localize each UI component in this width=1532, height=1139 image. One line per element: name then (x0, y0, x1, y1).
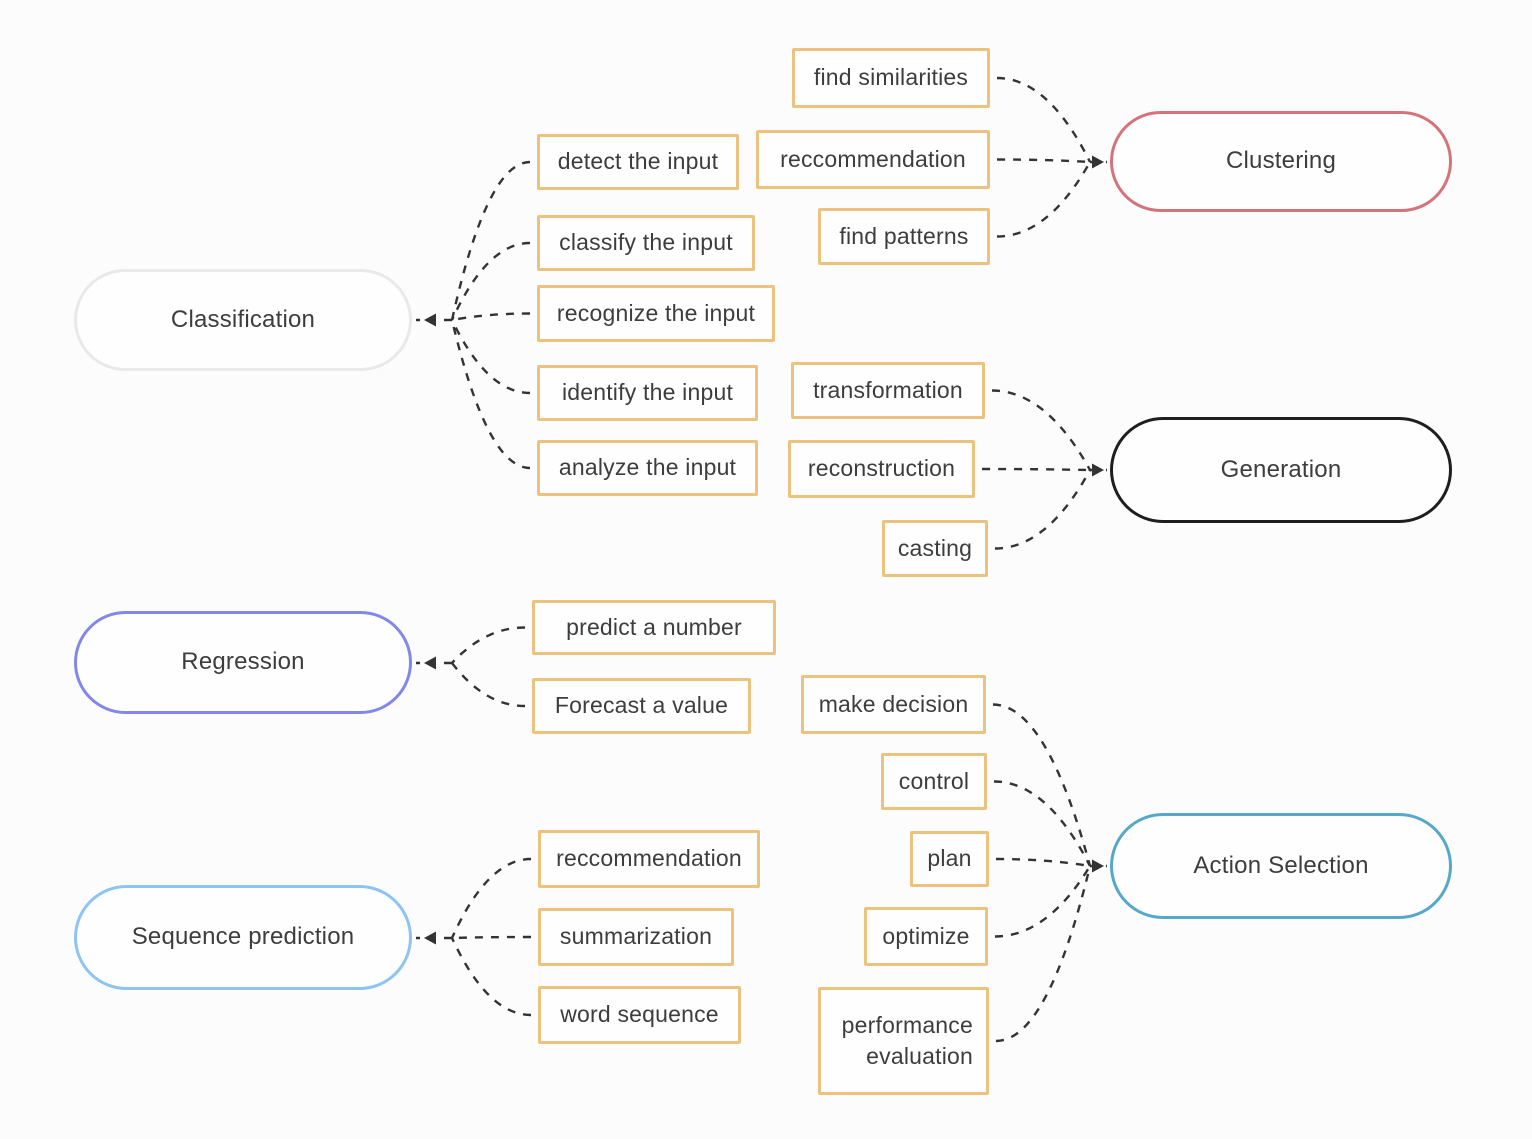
task-box-reconstruction[interactable]: reconstruction (788, 440, 975, 498)
task-box-analyze-the-input[interactable]: analyze the input (537, 440, 758, 496)
edge-reccommendation-top-to-clustering (996, 158, 1091, 164)
task-box-word-sequence[interactable]: word sequence (538, 986, 741, 1044)
task-box-plan[interactable]: plan (910, 831, 989, 887)
task-box-find-similarities[interactable]: find similarities (792, 48, 990, 108)
edge-find-patterns-to-clustering (996, 161, 1092, 238)
task-box-casting[interactable]: casting (882, 520, 988, 577)
category-pill-action-selection[interactable]: Action Selection (1110, 813, 1452, 919)
edge-word-sequence-to-sequence-prediction (450, 937, 532, 1017)
edge-classify-the-input-to-classification (450, 241, 531, 321)
category-pill-sequence-prediction[interactable]: Sequence prediction (74, 885, 412, 990)
action-hub-arrowhead-icon (1092, 859, 1104, 873)
category-pill-regression[interactable]: Regression (74, 611, 412, 714)
edge-summarization-to-sequence-prediction (451, 935, 532, 940)
classification-hub-arrowhead-icon (424, 313, 436, 327)
clustering-hub-arrowhead-icon (1092, 155, 1104, 169)
task-box-recognize-the-input[interactable]: recognize the input (537, 285, 775, 342)
task-box-performance-evaluation[interactable]: performance evaluation (818, 987, 989, 1095)
task-box-transformation[interactable]: transformation (791, 362, 985, 419)
edge-find-similarities-to-clustering (996, 76, 1092, 163)
edge-recognize-the-input-to-classification (451, 312, 531, 322)
task-box-classify-the-input[interactable]: classify the input (537, 215, 755, 271)
category-pill-generation[interactable]: Generation (1110, 417, 1452, 523)
task-box-detect-the-input[interactable]: detect the input (537, 134, 739, 190)
generation-hub-arrowhead-icon (1092, 463, 1104, 477)
task-box-control[interactable]: control (881, 753, 987, 810)
task-box-forecast-a-value[interactable]: Forecast a value (532, 678, 751, 734)
edge-make-decision-to-action-selection (992, 703, 1092, 867)
task-box-identify-the-input[interactable]: identify the input (537, 365, 758, 421)
edge-reccommendation-bottom-to-sequence-prediction (450, 857, 532, 939)
task-box-reccommendation-bottom[interactable]: reccommendation (538, 830, 760, 888)
edge-performance-evaluation-to-action-selection (995, 865, 1092, 1043)
edge-plan-to-action-selection (995, 857, 1091, 868)
edge-detect-the-input-to-classification (450, 160, 531, 321)
task-box-make-decision[interactable]: make decision (801, 675, 986, 734)
edge-forecast-a-value-to-regression (451, 662, 526, 708)
edge-identify-the-input-to-classification (450, 319, 531, 395)
task-box-summarization[interactable]: summarization (538, 908, 734, 966)
task-box-reccommendation-top[interactable]: reccommendation (756, 130, 990, 189)
category-pill-clustering[interactable]: Clustering (1110, 111, 1452, 212)
sequence-hub-arrowhead-icon (424, 931, 436, 945)
edge-control-to-action-selection (993, 780, 1092, 867)
edge-casting-to-generation (994, 469, 1092, 550)
task-box-optimize[interactable]: optimize (864, 907, 988, 966)
edge-optimize-to-action-selection (994, 865, 1092, 938)
category-pill-classification[interactable]: Classification (74, 269, 412, 371)
regression-hub-arrowhead-icon (424, 656, 436, 670)
edge-reconstruction-to-generation (981, 467, 1091, 472)
task-box-predict-a-number[interactable]: predict a number (532, 600, 776, 655)
edge-transformation-to-generation (991, 389, 1092, 471)
edge-predict-a-number-to-regression (451, 626, 526, 664)
task-box-find-patterns[interactable]: find patterns (818, 208, 990, 265)
